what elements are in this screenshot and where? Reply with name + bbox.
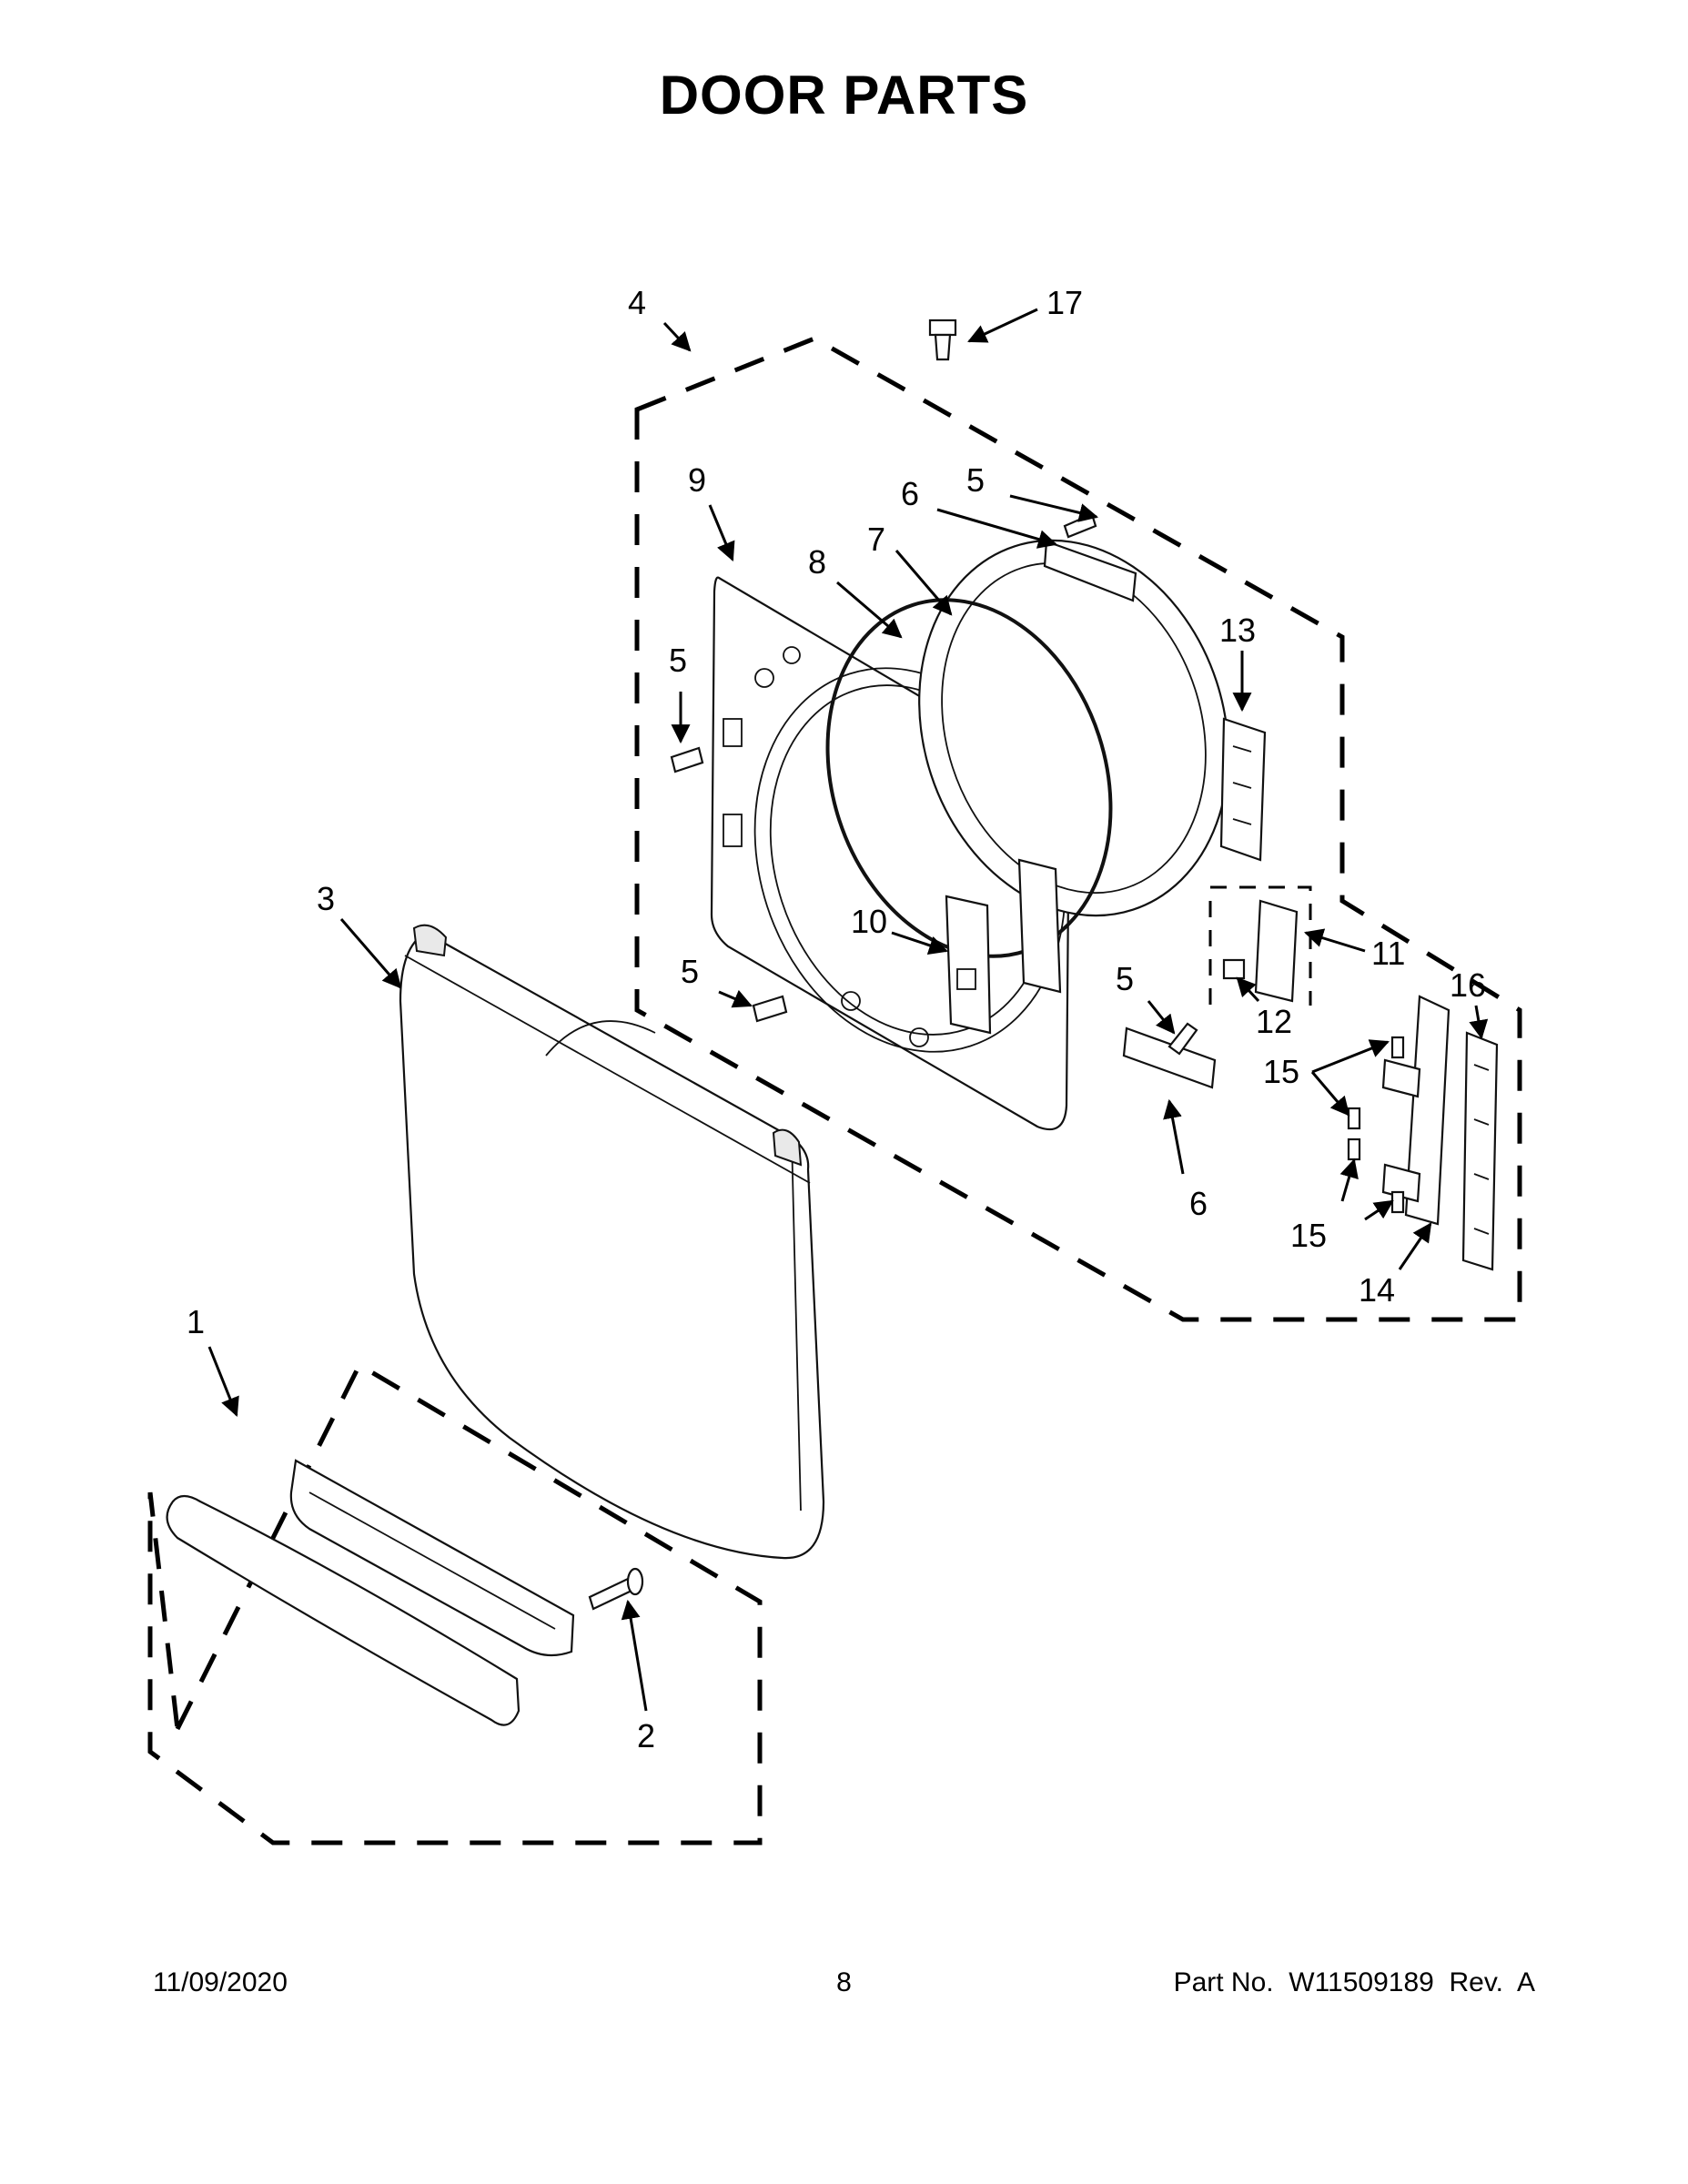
handle-assembly-group-boundary: [147, 1361, 763, 1845]
clip-part-17: [928, 318, 957, 361]
callout-15-upper: 15: [1263, 1053, 1299, 1090]
door-assembly-group-boundary: [634, 336, 1522, 1322]
hinge-side-bracket: [1017, 858, 1062, 994]
callout-10: 10: [851, 903, 887, 940]
callout-6-lower: 6: [1189, 1185, 1208, 1222]
callout-15-lower: 15: [1290, 1217, 1327, 1254]
hinge-pin-part-15: [1347, 1036, 1405, 1214]
door-glass-bowl: [918, 539, 1229, 917]
callout-2: 2: [637, 1717, 655, 1754]
callout-5-right: 5: [1116, 960, 1134, 997]
callout-17: 17: [1046, 284, 1083, 321]
latch-sub-group: [1208, 885, 1312, 1006]
door-strike: [1219, 717, 1267, 862]
latch-bracket: [945, 895, 992, 1035]
callout-12: 12: [1256, 1003, 1292, 1040]
callout-16: 16: [1450, 966, 1486, 1004]
callout-5-upper: 5: [966, 461, 985, 499]
door-handle: [166, 1494, 521, 1726]
page-title: DOOR PARTS: [659, 65, 1029, 126]
callout-5-left: 5: [669, 642, 687, 679]
callout-13: 13: [1219, 612, 1256, 649]
screw-part-5: [670, 512, 1198, 1056]
footer-page-number: 8: [836, 1967, 852, 1997]
callout-1: 1: [187, 1303, 205, 1340]
leader-lines: [207, 308, 1489, 1712]
door-outer-panel: [399, 924, 825, 1560]
callout-3: 3: [317, 880, 335, 917]
callout-6-upper: 6: [901, 475, 919, 512]
hinge-part-14: [1381, 995, 1450, 1226]
handle-screw-part-2: [588, 1567, 644, 1611]
footer-part-number: Part No. W11509189 Rev. A: [1173, 1967, 1535, 1997]
upper-hinge-plate: [1043, 540, 1137, 602]
lower-hinge-plate: [1122, 1026, 1217, 1089]
callout-5-bottom: 5: [681, 953, 699, 990]
hinge-shim-part-16: [1461, 1031, 1499, 1271]
footer-date: 11/09/2020: [153, 1967, 288, 1997]
callout-11: 11: [1371, 935, 1405, 972]
callout-14: 14: [1359, 1271, 1395, 1309]
handle-bracket: [289, 1459, 575, 1657]
callout-7: 7: [867, 521, 885, 558]
callout-9: 9: [688, 461, 706, 499]
callout-8: 8: [808, 543, 826, 581]
callout-4: 4: [628, 284, 646, 321]
